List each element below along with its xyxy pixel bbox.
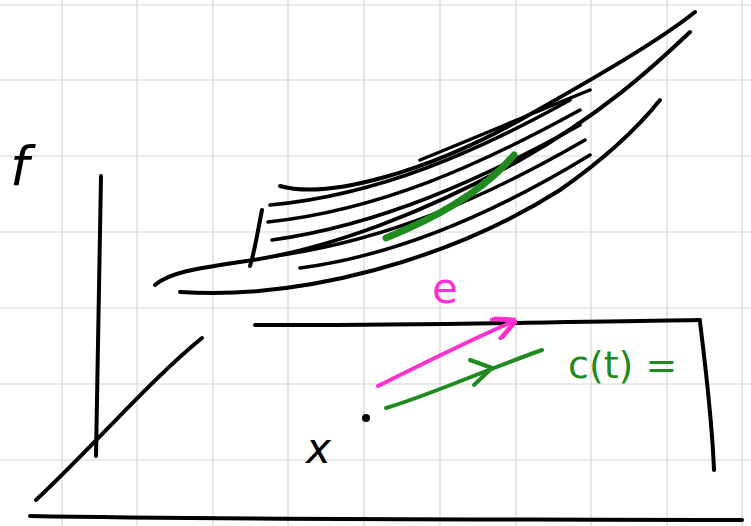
curve-arrowhead — [470, 360, 492, 385]
direction-vector — [378, 322, 512, 386]
surface-outline — [280, 12, 695, 189]
surface-hatch — [420, 90, 590, 160]
curve-c — [386, 350, 542, 408]
point-label: x — [306, 428, 331, 470]
plane-edge — [255, 320, 700, 325]
curve-on-surface — [386, 155, 514, 238]
surface-hatch — [300, 155, 590, 268]
surface-outline — [250, 210, 262, 266]
surface-hatch — [268, 110, 580, 222]
surface-hatch — [272, 125, 580, 240]
surface-outline — [155, 32, 690, 285]
f-axis — [96, 176, 101, 456]
surface-outline — [180, 100, 660, 293]
curve-label: c(t) = — [568, 346, 677, 384]
plane-edge — [36, 338, 202, 500]
point-x — [362, 414, 370, 422]
vector-label: e — [432, 268, 458, 310]
function-label: f — [10, 140, 29, 194]
plane-edge — [30, 516, 742, 520]
plane-edge — [700, 322, 714, 470]
